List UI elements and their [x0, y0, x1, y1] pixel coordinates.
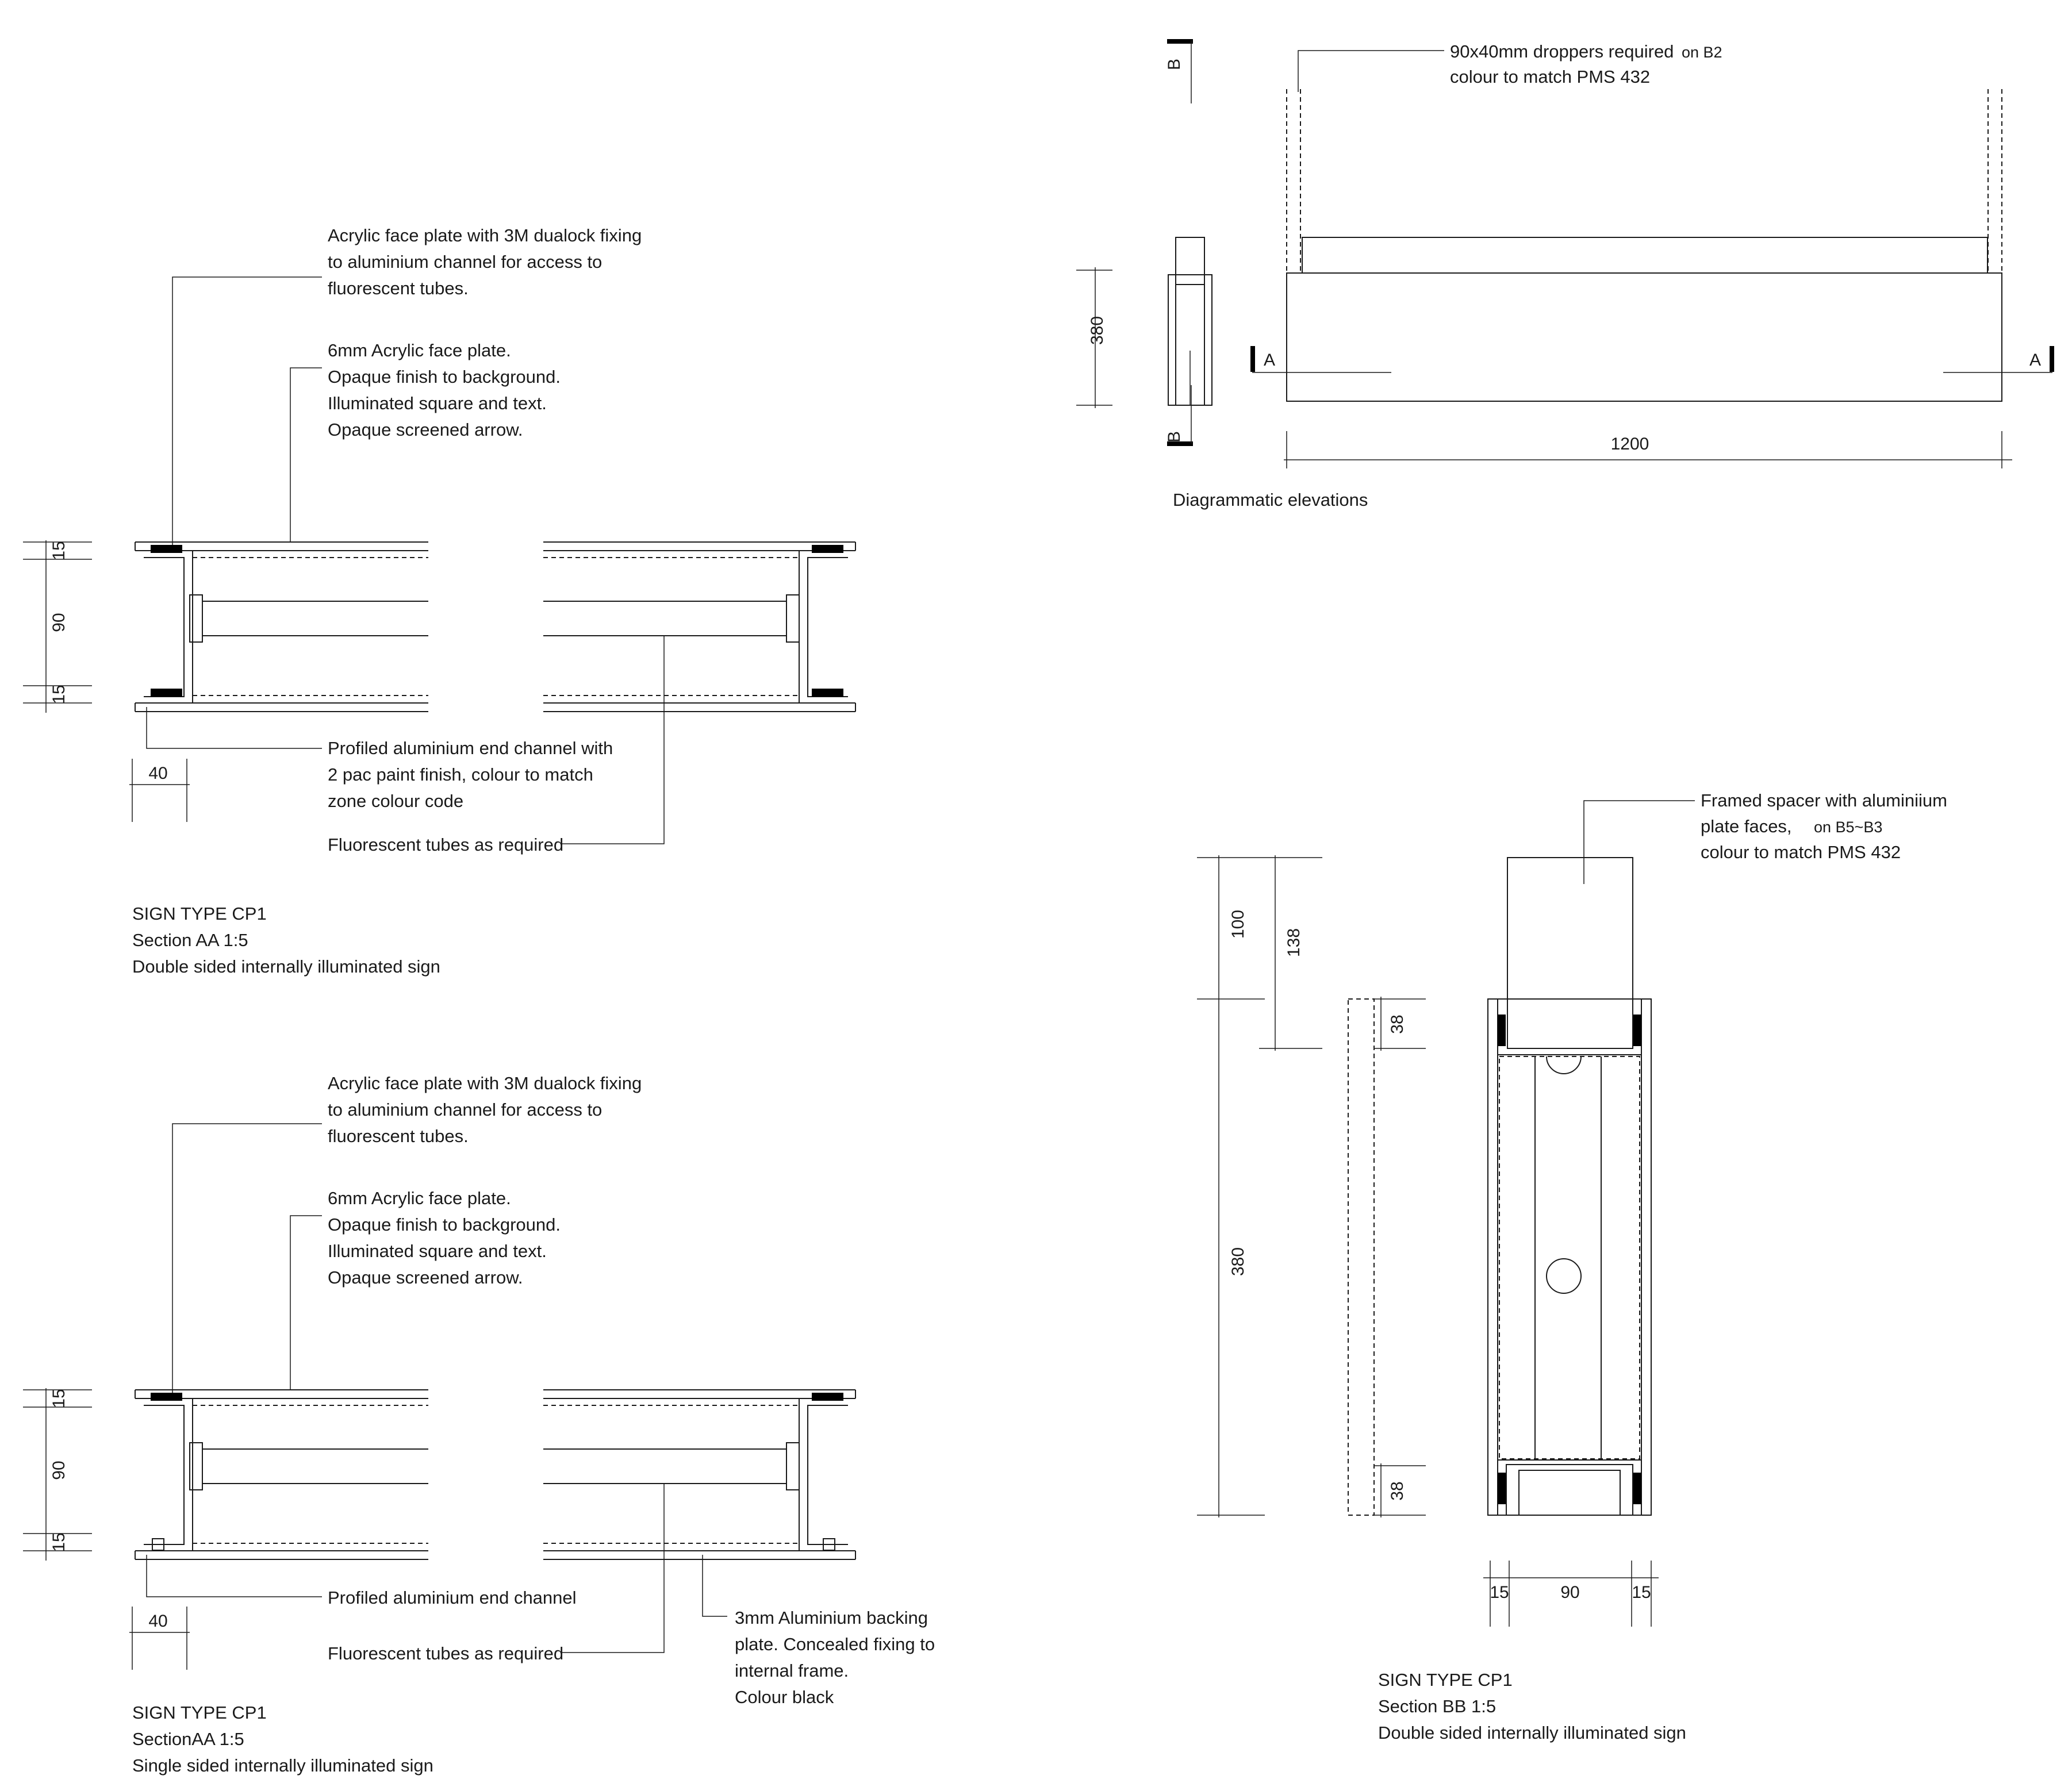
- note-tubes: Fluorescent tubes as required: [328, 835, 563, 855]
- leader-spacer: [1583, 800, 1695, 884]
- section-title: SIGN TYPE CP1 Section BB 1:5 Double side…: [1378, 1670, 1686, 1743]
- leader-backing: [702, 1555, 727, 1617]
- note-backing: 3mm Aluminium backing plate. Concealed f…: [735, 1608, 940, 1707]
- section-bb: Framed spacer with aluminiium plate face…: [1197, 790, 1952, 1743]
- section-body: [135, 1389, 856, 1560]
- note-tubes: Fluorescent tubes as required: [328, 1643, 563, 1663]
- leader-droppers: [1298, 50, 1444, 92]
- dim-middle-90: 90: [49, 613, 68, 632]
- spacer-strip: [1302, 237, 1988, 274]
- section-marker-b-top: [1167, 39, 1193, 44]
- section-marker-b-bottom: [1167, 441, 1193, 446]
- dim-bottom-15: 15: [49, 685, 68, 704]
- svg-text:380: 380: [1088, 316, 1107, 345]
- dim-top-15: 15: [49, 1389, 68, 1408]
- svg-text:B: B: [1165, 431, 1184, 443]
- dim-top-15: 15: [49, 541, 68, 560]
- dim-middle-90: 90: [1560, 1583, 1579, 1602]
- dim-width-40: 40: [148, 1612, 167, 1631]
- dimension-width: 40: [129, 759, 190, 822]
- section-body: [1487, 998, 1652, 1516]
- leader-faceplate: [290, 1215, 322, 1390]
- dimension-width: 1200: [1284, 431, 2012, 468]
- leader-dualock: [172, 276, 322, 549]
- section-aa-double: Acrylic face plate with 3M dualock fixin…: [23, 225, 856, 977]
- note-dualock: Acrylic face plate with 3M dualock fixin…: [328, 1073, 647, 1146]
- dimension-width: 40: [129, 1607, 190, 1670]
- dimension-height: 380: [1076, 267, 1112, 408]
- leader-tubes: [562, 636, 665, 844]
- leader-channel: [146, 707, 322, 749]
- dimension-vertical: 100 380 138 38 38: [1197, 855, 1426, 1517]
- dim-380: 380: [1229, 1247, 1248, 1276]
- dim-right-15: 15: [1632, 1583, 1651, 1602]
- section-title: SIGN TYPE CP1 SectionAA 1:5 Single sided…: [132, 1703, 433, 1776]
- leader-tubes: [562, 1484, 665, 1653]
- leader-channel: [146, 1555, 322, 1597]
- dimension-height: 15 90 15: [23, 540, 92, 713]
- side-view: B B: [1165, 39, 1212, 446]
- section-marker-a-left: [1250, 346, 1255, 372]
- dim-left-15: 15: [1490, 1583, 1509, 1602]
- section-body: [135, 541, 856, 712]
- svg-text:B: B: [1165, 59, 1184, 70]
- dim-100: 100: [1229, 910, 1248, 939]
- section-title: SIGN TYPE CP1 Section AA 1:5 Double side…: [132, 904, 440, 977]
- section-aa-single: Acrylic face plate with 3M dualock fixin…: [23, 1073, 940, 1776]
- dim-138: 138: [1284, 928, 1303, 957]
- leader-dualock: [172, 1123, 322, 1397]
- dim-bottom-15: 15: [49, 1532, 68, 1551]
- note-faceplate: 6mm Acrylic face plate. Opaque finish to…: [328, 1188, 566, 1288]
- leader-faceplate: [290, 367, 322, 542]
- framed-spacer: [1507, 857, 1633, 1049]
- svg-text:A: A: [1264, 351, 1275, 370]
- svg-text:A: A: [2029, 351, 2041, 370]
- dimension-height: 15 90 15: [23, 1388, 92, 1561]
- note-droppers: 90x40mm droppers required on B2 colour t…: [1450, 41, 1727, 87]
- note-channel: Profiled aluminium end channel with 2 pa…: [328, 738, 618, 811]
- dim-width-40: 40: [148, 764, 167, 783]
- diagrammatic-elevation: 90x40mm droppers required on B2 colour t…: [1076, 39, 2054, 510]
- dim-lower-38: 38: [1388, 1481, 1407, 1500]
- side-panel: [1348, 998, 1375, 1516]
- note-faceplate: 6mm Acrylic face plate. Opaque finish to…: [328, 340, 566, 440]
- note-spacer: Framed spacer with aluminiium plate face…: [1701, 790, 1952, 862]
- dimension-horizontal: 15 90 15: [1483, 1561, 1659, 1627]
- dim-upper-38: 38: [1388, 1015, 1407, 1033]
- note-dualock: Acrylic face plate with 3M dualock fixin…: [328, 225, 647, 298]
- note-channel: Profiled aluminium end channel: [328, 1588, 577, 1608]
- elevation-title: Diagrammatic elevations: [1173, 490, 1368, 510]
- dim-middle-90: 90: [49, 1461, 68, 1480]
- sign-box: [1286, 272, 2002, 402]
- svg-text:1200: 1200: [1611, 435, 1649, 454]
- section-marker-a-right: [2050, 346, 2054, 372]
